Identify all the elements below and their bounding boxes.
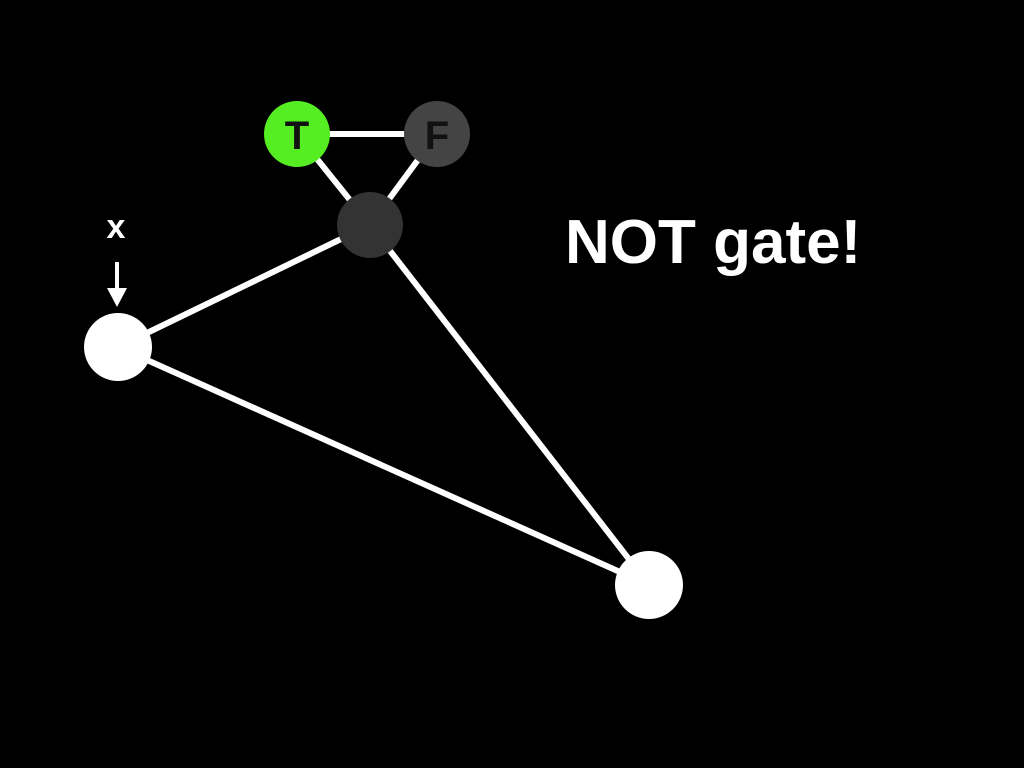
input-variable-label: x — [107, 208, 126, 246]
output-node — [615, 551, 683, 619]
gate-node — [337, 192, 403, 258]
edge-gate-output — [367, 222, 652, 588]
input-arrow-icon — [107, 262, 127, 307]
true-node-label: T — [285, 114, 309, 158]
edge-gate-input — [115, 222, 373, 350]
false-node — [404, 101, 470, 167]
false-node-label: F — [425, 114, 449, 158]
input-node — [84, 313, 152, 381]
slide-title: NOT gate! — [565, 208, 862, 277]
edge-input-output — [115, 344, 652, 588]
true-node — [264, 101, 330, 167]
